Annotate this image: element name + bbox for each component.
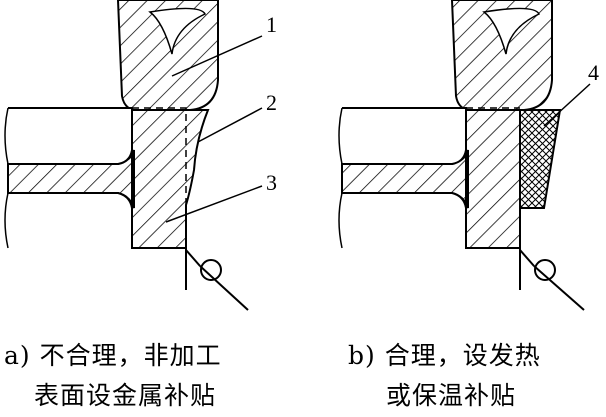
caption-a-line2: 表面设金属补贴	[34, 381, 217, 410]
lower-wall-b	[342, 192, 467, 248]
figure-a: 1 2 3	[4, 0, 277, 311]
boss-with-metal-pad-a	[131, 109, 210, 249]
label-4: 4	[588, 60, 599, 85]
upper-wall-b	[342, 107, 467, 165]
machining-symbol-a	[185, 248, 249, 311]
label-1: 1	[266, 12, 277, 37]
machining-symbol-b	[519, 248, 585, 311]
shrinkage-cavity-a	[148, 7, 207, 55]
boss-b	[465, 109, 521, 249]
label-3: 3	[266, 170, 277, 195]
exothermic-pad-b	[519, 109, 562, 209]
caption-b-line1: b) 合理，设发热	[348, 341, 541, 370]
upper-wall-a	[8, 107, 133, 165]
caption-b-line2: 或保温补贴	[386, 381, 517, 410]
figure-b: 4	[338, 0, 599, 311]
lower-wall-a	[8, 192, 133, 248]
caption-a-line1: a) 不合理，非加工	[4, 341, 222, 370]
label-2: 2	[266, 90, 277, 115]
original-contour-dashed-a	[132, 107, 187, 248]
shrinkage-cavity-b	[482, 7, 541, 55]
